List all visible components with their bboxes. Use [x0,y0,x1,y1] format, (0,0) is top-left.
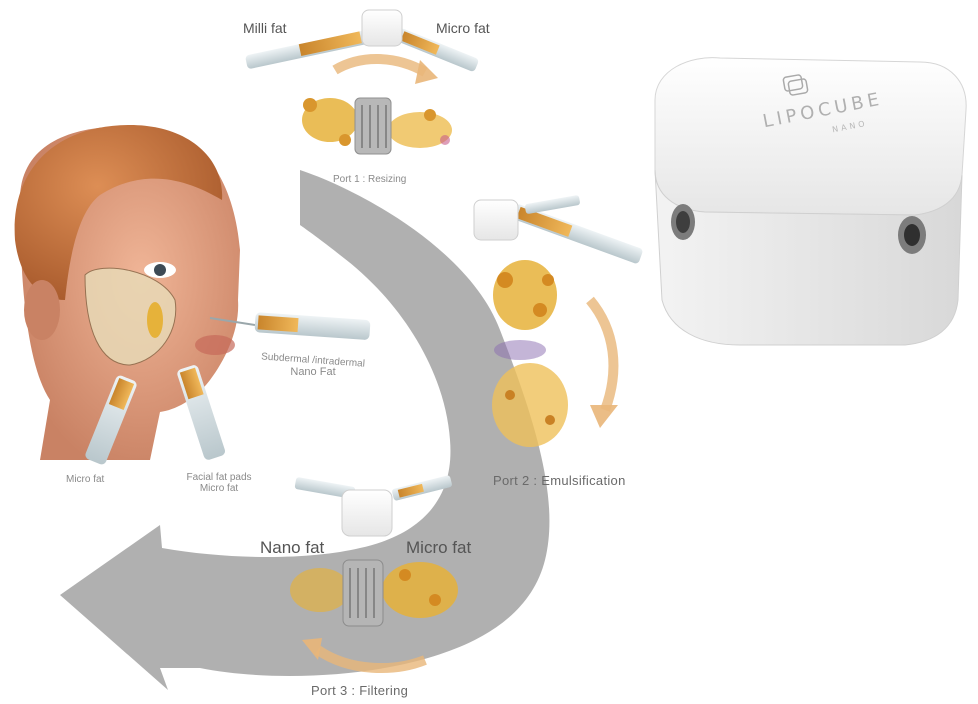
mini-cube-1 [362,10,402,46]
lipocube-device: LIPOCUBE NANO [655,58,966,345]
port1-fat-particles [302,98,452,154]
orange-flow-arrow-top [335,59,438,84]
syringe-port2-small [525,195,581,214]
label-port1: Port 1 : Resizing [333,174,406,185]
port2-emulsion-particles [492,260,568,447]
orange-flow-arrow-right [590,300,618,428]
label-port3: Port 3 : Filtering [311,683,408,698]
middle-mini-cube-with-syringe [474,195,644,265]
label-nano-fat: Nano fat [260,538,324,558]
label-subdermal: Subdermal /intradermal Nano Fat [253,355,373,378]
label-facial-pads-line2: Micro fat [176,483,262,494]
label-facial-fat-pads: Facial fat pads Micro fat [176,472,262,494]
label-milli-fat: Milli fat [243,20,287,36]
syringe-face-right [176,364,226,461]
label-micro-fat-bottom: Micro fat [406,538,471,558]
label-micro-fat-top: Micro fat [436,20,490,36]
label-facial-pads-line1: Facial fat pads [176,472,262,483]
label-micro-fat-face: Micro fat [66,474,104,485]
label-port2: Port 2 : Emulsification [493,473,626,488]
